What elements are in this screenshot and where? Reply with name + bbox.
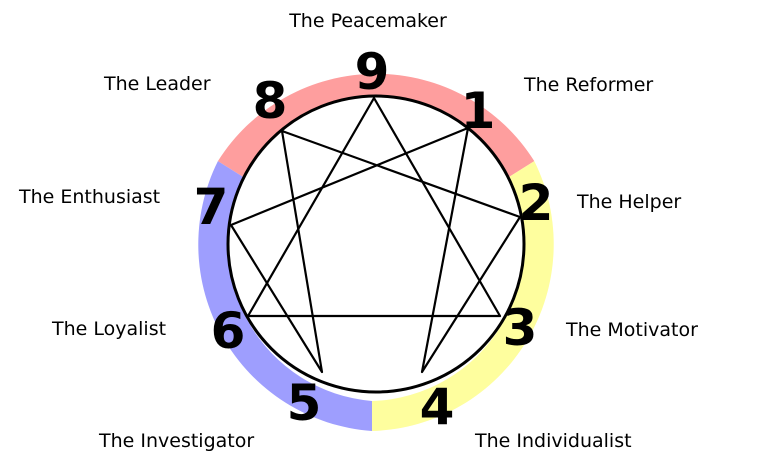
triangle-lines	[246, 96, 502, 318]
type-name-3: The Motivator	[565, 319, 698, 341]
type-number-3: 3	[503, 299, 538, 357]
hexad-lines	[229, 126, 522, 374]
type-number-1: 1	[461, 82, 496, 140]
type-number-6: 6	[211, 302, 246, 360]
type-name-6: The Loyalist	[51, 318, 166, 340]
heart-triad-segment	[372, 161, 554, 431]
type-number-2: 2	[519, 174, 554, 232]
type-name-2: The Helper	[576, 191, 681, 213]
type-number-8: 8	[253, 72, 288, 130]
type-number-9: 9	[355, 43, 390, 101]
type-name-1: The Reformer	[523, 74, 653, 96]
type-name-9: The Peacemaker	[288, 10, 447, 32]
type-name-7: The Enthusiast	[18, 186, 160, 208]
type-number-7: 7	[194, 178, 229, 236]
type-name-8: The Leader	[103, 73, 211, 95]
type-name-5: The Investigator	[98, 430, 254, 452]
gut-triad-segment	[217, 73, 535, 177]
type-number-5: 5	[287, 374, 322, 432]
head-triad-segment	[198, 161, 372, 431]
inner-circle	[226, 94, 526, 394]
type-name-4: The Individualist	[474, 430, 632, 452]
type-number-4: 4	[420, 378, 455, 436]
